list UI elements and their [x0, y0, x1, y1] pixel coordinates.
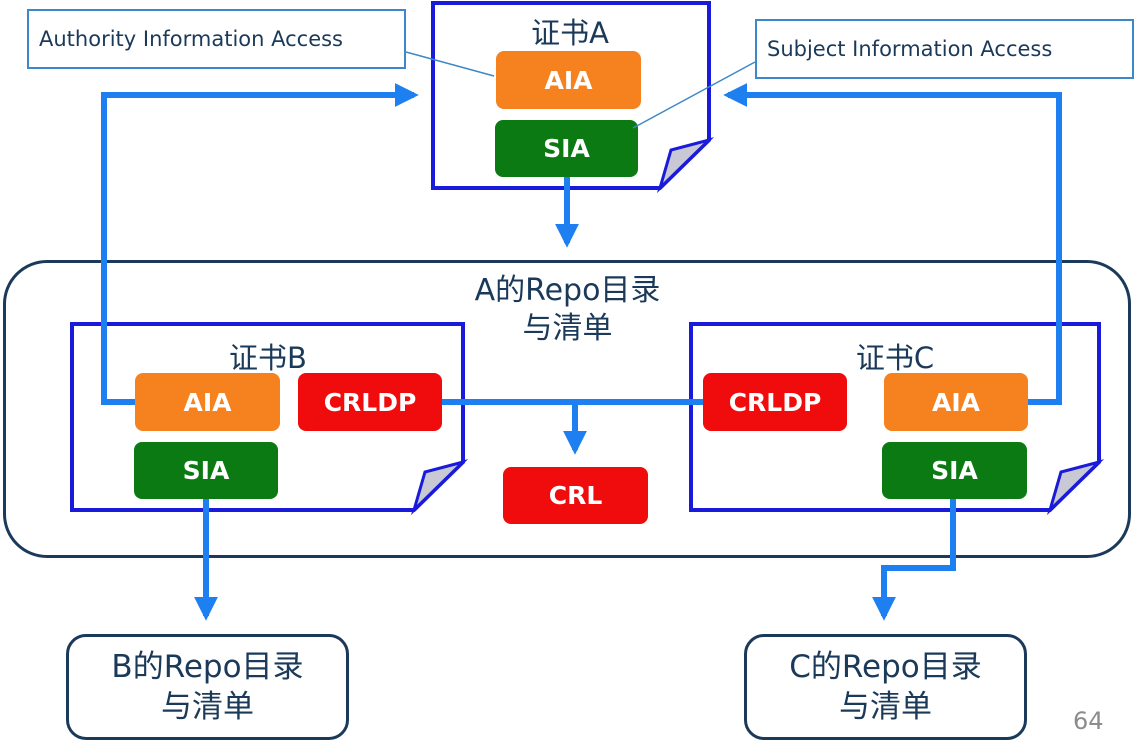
cert-a-aia: AIA: [496, 51, 641, 109]
cert-c-crldp: CRLDP: [703, 373, 847, 431]
repo-a-title-line2: 与清单: [522, 311, 613, 346]
page-number: 64: [1073, 707, 1104, 735]
sia-callout-leader: [632, 61, 756, 129]
c-aia-to-cert-a-arrow: [723, 83, 1062, 405]
repo-a-title-line1: A的Repo目录: [474, 273, 661, 308]
repo-c-line2: 与清单: [839, 689, 932, 725]
cert-b-crldp: CRLDP: [298, 373, 442, 431]
c-sia-to-repo-c-arrow: [872, 499, 956, 621]
repo-c-line1: C的Repo目录: [789, 649, 982, 685]
cert-c-sia: SIA: [882, 442, 1027, 499]
sia-callout: Subject Information Access: [755, 19, 1134, 79]
crl-box: CRL: [503, 467, 648, 524]
repo-a-container: [3, 260, 1131, 558]
cert-b-sia: SIA: [134, 442, 278, 499]
repo-b-line2: 与清单: [161, 689, 254, 725]
b-aia-to-cert-a-arrow: [101, 83, 419, 405]
repo-b-line1: B的Repo目录: [111, 649, 304, 685]
cert-c-aia: AIA: [884, 373, 1028, 431]
cert-c-title: 证书C: [855, 341, 935, 375]
cert-a-sia: SIA: [495, 120, 638, 177]
repo-c-box: C的Repo目录 与清单: [744, 634, 1027, 740]
aia-callout: Authority Information Access: [27, 9, 406, 69]
cert-b-title: 证书B: [229, 341, 307, 375]
aia-callout-leader: [405, 51, 495, 77]
cert-a-title: 证书A: [531, 16, 609, 50]
cert-b-aia: AIA: [135, 373, 280, 431]
repo-b-box: B的Repo目录 与清单: [66, 634, 349, 740]
repo-a-title: A的Repo目录 与清单: [440, 272, 695, 348]
